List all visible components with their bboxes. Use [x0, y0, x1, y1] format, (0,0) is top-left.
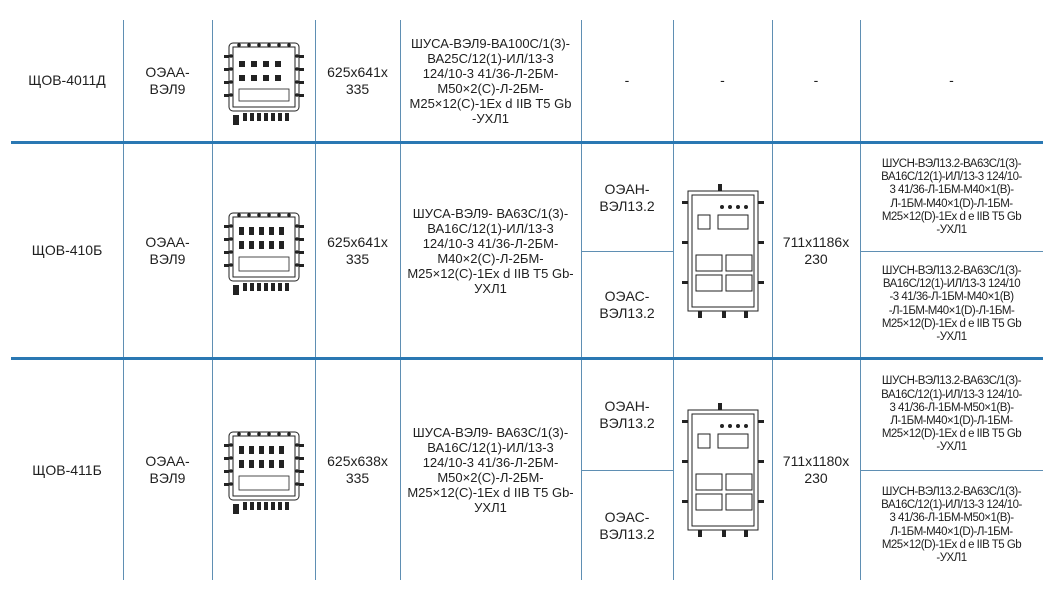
sub-shell-type: ОЭАС- ВЭЛ13.2 — [599, 508, 655, 542]
sub-shell-type: ОЭАН- ВЭЛ13.2 — [599, 180, 655, 214]
enclosure-icon — [223, 212, 304, 295]
dimensions: 625x641x 335 — [327, 63, 388, 97]
sub-enclosure-icon — [681, 403, 764, 537]
enclosure-drawing — [212, 20, 315, 141]
enclosure-icon — [223, 431, 304, 514]
specification: ШУСА-ВЭЛ9- ВА63С/1(3)- ВА16С/12(1)-ИЛ/13… — [407, 425, 574, 515]
sub-specification: ШУСН-ВЭЛ13.2-ВА63С/1(3)- ВА16С/12(1)-ИЛ/… — [881, 485, 1022, 564]
empty-dash: - — [624, 72, 630, 88]
specification: ШУСА-ВЭЛ9-ВА100С/1(3)- ВА25С/12(1)-ИЛ/13… — [409, 35, 572, 126]
sub-row-divider — [581, 470, 673, 471]
model-name: ЩОВ-410Б — [31, 242, 103, 258]
sub-specification: ШУСН-ВЭЛ13.2-ВА63С/1(3)- ВА16С/12(1)-ИЛ/… — [881, 157, 1022, 236]
column-divider — [860, 20, 861, 580]
sub-row-divider — [860, 470, 1043, 471]
column-divider — [772, 20, 773, 580]
sub-shell-type: ОЭАС- ВЭЛ13.2 — [599, 287, 655, 321]
sub-enclosure-icon — [681, 183, 764, 318]
column-divider — [581, 20, 582, 580]
sub-row-divider — [860, 251, 1043, 252]
empty-dash: - — [949, 72, 954, 88]
empty-dash: - — [813, 72, 819, 88]
shell-type: ОЭАА- ВЭЛ9 — [145, 63, 190, 97]
sub-row-divider — [581, 251, 673, 252]
sub-enclosure-drawing — [673, 144, 772, 357]
model-name: ЩОВ-411Б — [32, 461, 102, 478]
model-name: ЩОВ-4011Д — [28, 72, 106, 88]
sub-dimensions: 711x1186x 230 — [782, 233, 850, 267]
sub-enclosure-drawing — [673, 360, 772, 580]
sub-shell-type: ОЭАН- ВЭЛ13.2 — [599, 398, 655, 431]
row-separator — [11, 141, 1043, 144]
dimensions: 625x638x 335 — [327, 453, 388, 486]
enclosure-icon — [223, 42, 304, 125]
column-divider — [315, 20, 316, 580]
sub-dimensions: 711x1180x 230 — [782, 453, 850, 486]
column-divider — [400, 20, 401, 580]
sub-specification: ШУСН-ВЭЛ13.2-ВА63С/1(3)- ВА16С/12(1)-ИЛ/… — [881, 375, 1022, 454]
shell-type: ОЭАА- ВЭЛ9 — [145, 233, 190, 267]
dimensions: 625x641x 335 — [327, 233, 388, 267]
column-divider — [673, 20, 674, 580]
specification: ШУСА-ВЭЛ9- ВА63С/1(3)- ВА16С/12(1)-ИЛ/13… — [407, 205, 574, 296]
column-divider — [123, 20, 124, 580]
enclosure-drawing — [212, 144, 315, 357]
shell-type: ОЭАА- ВЭЛ9 — [145, 453, 190, 486]
empty-dash: - — [720, 72, 725, 88]
sub-specification: ШУСН-ВЭЛ13.2-ВА63С/1(3)- ВА16С/12(1)-ИЛ/… — [881, 264, 1022, 343]
column-divider — [212, 20, 213, 580]
row-separator — [11, 357, 1043, 360]
enclosure-drawing — [212, 360, 315, 580]
